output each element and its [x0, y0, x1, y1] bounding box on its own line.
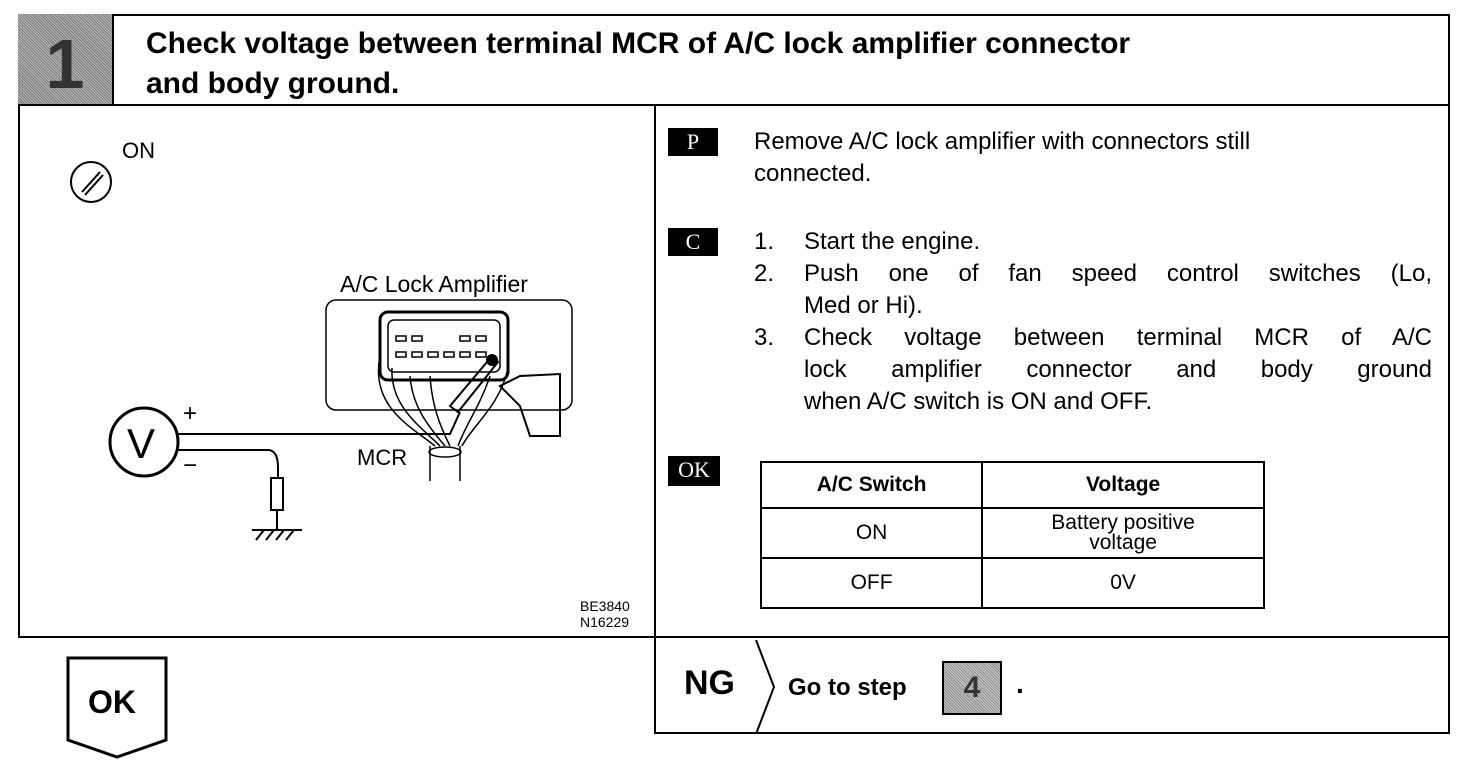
step-1-number: 1. [754, 228, 775, 255]
prep-text: Remove A/C lock amplifier with connector… [754, 126, 1250, 190]
header-divider [18, 104, 1450, 106]
ok-result-shape [66, 656, 168, 759]
prep-line-1: Remove A/C lock amplifier with connector… [754, 128, 1251, 155]
ignition-on-label: ON [122, 138, 155, 163]
step-2-number: 2. [754, 260, 775, 287]
column-divider [654, 106, 656, 638]
row-off-voltage: 0V [981, 557, 1265, 609]
figure-code-1: BE3840 [580, 598, 630, 614]
spec-table: A/C Switch Voltage ON Battery positive v… [759, 461, 1265, 609]
step-1-text: Start the engine. [804, 228, 981, 255]
negative-lead [178, 449, 279, 478]
goto-text: Go to step [788, 674, 907, 701]
voltmeter-symbol: V [127, 420, 156, 467]
figure-code-2: N16229 [580, 614, 630, 630]
row-off-switch: OFF [759, 557, 984, 609]
amplifier-housing [325, 299, 573, 437]
spec-row-off: OFF 0V [759, 557, 1265, 609]
prep-line-2: connected. [754, 160, 872, 187]
title-line-1: Check voltage between terminal MCR of A/… [146, 27, 1131, 60]
row-on-voltage: Battery positive voltage [981, 507, 1265, 559]
goto-step-badge[interactable]: 4 [942, 661, 1002, 715]
check-tag: C [668, 228, 718, 256]
step-title: Check voltage between terminal MCR of A/… [146, 24, 1130, 104]
step-3-number: 3. [754, 324, 775, 351]
ok-tag: OK [668, 456, 720, 486]
row-on-switch: ON [759, 507, 984, 559]
ng-result-box [654, 638, 1450, 734]
positive-lead [178, 411, 461, 435]
step-frame [18, 14, 1450, 638]
minus-sign: − [183, 452, 198, 479]
step-3-text-cont2: when A/C switch is ON and OFF. [804, 388, 1153, 415]
test-probe [448, 354, 500, 414]
voltmeter-icon [108, 406, 180, 478]
step-number: 1 [45, 25, 85, 103]
row-on-voltage-2: voltage [1089, 531, 1157, 554]
title-line-2: and body ground. [146, 67, 400, 100]
prep-tag: P [668, 128, 718, 156]
step-3-text-cont: lock amplifier connector and body ground [804, 356, 1432, 383]
header-voltage: Voltage [981, 461, 1265, 509]
ignition-key-icon [70, 161, 112, 203]
ground-symbol [252, 477, 302, 541]
ok-result-label: OK [88, 684, 136, 720]
step-3-text: Check voltage between terminal MCR of A/… [804, 324, 1432, 351]
figure-code: BE3840 N16229 [580, 598, 630, 630]
step-2-text-cont: Med or Hi). [804, 292, 923, 319]
terminal-label: MCR [357, 445, 408, 470]
component-label: A/C Lock Amplifier [340, 271, 528, 297]
wiring-illustration [70, 161, 573, 541]
step-number-badge: 1 [18, 14, 114, 106]
ng-result-label: NG [684, 664, 735, 702]
header-switch: A/C Switch [759, 461, 984, 509]
goto-period: . [1016, 668, 1024, 699]
spec-header-row: A/C Switch Voltage [759, 461, 1265, 509]
plus-sign: + [183, 400, 198, 427]
wire-harness [377, 355, 509, 481]
spec-row-on: ON Battery positive voltage [759, 507, 1265, 559]
ng-chevron-icon [755, 640, 776, 734]
row-on-voltage-1: Battery positive [1051, 511, 1195, 534]
step-2-text: Push one of fan speed control switches (… [804, 260, 1432, 287]
